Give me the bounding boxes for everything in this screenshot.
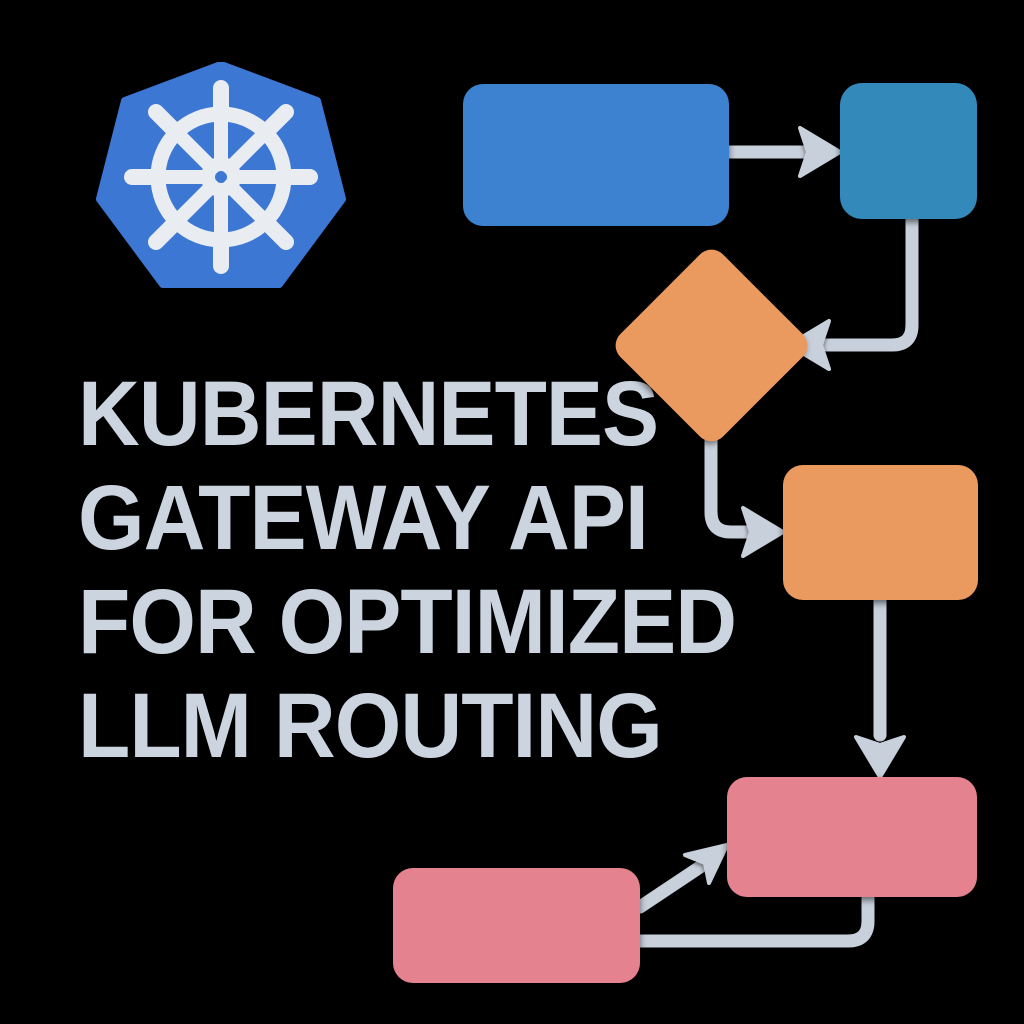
flow-node-pink-rect-right[interactable] <box>727 777 977 897</box>
flow-node-pink-rect-left[interactable] <box>393 868 640 983</box>
kubernetes-logo-svg <box>96 61 346 288</box>
arrowhead-diamond-to-orange <box>741 506 785 558</box>
edge-teal-to-diamond-line <box>820 212 919 352</box>
arrowhead-pinkleft-to-pinkright <box>683 843 729 885</box>
title-line-2: GATEWAY API <box>78 467 649 569</box>
kubernetes-helm-wheel <box>124 80 318 274</box>
arrowhead-orange-to-pink <box>854 735 906 779</box>
page-title: KUBERNETES GATEWAY API FOR OPTIMIZED LLM… <box>78 362 737 778</box>
kubernetes-logo <box>96 61 346 315</box>
flow-node-blue-rect[interactable] <box>463 84 729 226</box>
edge-pinkleft-diagonal-line <box>633 860 707 914</box>
flow-node-orange-rect[interactable] <box>783 465 978 600</box>
flow-node-orange-diamond[interactable] <box>608 242 815 449</box>
title-line-1: KUBERNETES <box>78 363 659 465</box>
flow-node-teal-square[interactable] <box>840 83 977 219</box>
title-line-4: LLM ROUTING <box>78 675 663 777</box>
arrowhead-blue-to-teal <box>798 126 842 178</box>
title-line-3: FOR OPTIMIZED <box>78 571 737 673</box>
edge-pinkleft-elbow-line <box>633 890 875 948</box>
